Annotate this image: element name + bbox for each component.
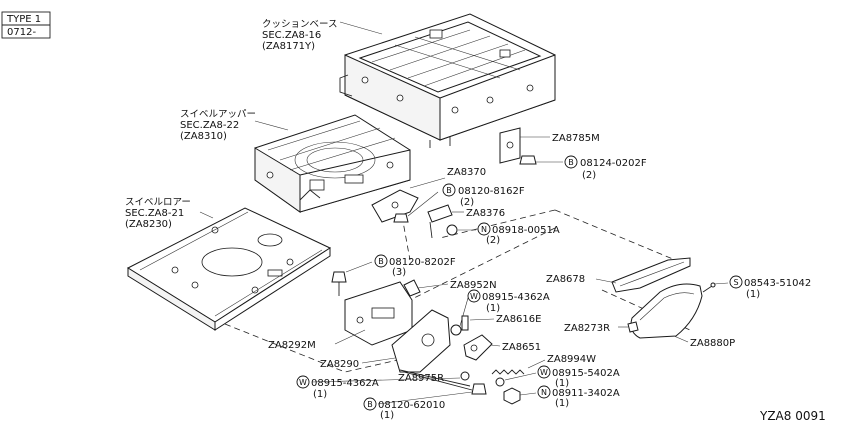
bracket-za8785m: ZA8785M xyxy=(499,127,600,164)
prefix-n-08911: N xyxy=(541,388,547,397)
callout-za8273r: ZA8273R xyxy=(564,323,610,334)
swivel-lower-sec: SEC.ZA8-21 xyxy=(125,208,184,219)
stay-za8952n: ZA8952N xyxy=(403,279,497,297)
clip-za8376: ZA8376 xyxy=(427,204,505,239)
qty-08918-0051a: (2) xyxy=(486,235,500,246)
swivel-lower-name: スイベルロアー xyxy=(125,197,191,208)
qty-08124-0202f: (2) xyxy=(582,170,596,181)
part-08915-5402a: 08915-5402A xyxy=(552,368,620,379)
part-08120-62010: 08120-62010 xyxy=(378,400,445,411)
callout-za8290: ZA8290 xyxy=(320,359,359,370)
link-za8651: ZA8651 xyxy=(463,334,541,361)
part-08120-8162f: 08120-8162F xyxy=(458,186,525,197)
figure-code: YZA8 0091 xyxy=(759,409,826,423)
type-date-label: 0712- xyxy=(7,27,36,38)
prefix-w-08915-4362-l: W xyxy=(299,378,307,387)
bracket-za8370: ZA8370 xyxy=(371,167,486,223)
callout-za8994w: ZA8994W xyxy=(547,354,596,365)
part-08124-0202f: 08124-0202F xyxy=(580,158,647,169)
cushion-base-name: クッションベース xyxy=(262,19,338,30)
screw-08543-51042: S 08543-51042 (1) xyxy=(702,275,811,300)
swivel-lower-label: スイベルロアー SEC.ZA8-21 (ZA8230) xyxy=(125,197,214,230)
callout-za8376: ZA8376 xyxy=(466,208,505,219)
callout-za8616e: ZA8616E xyxy=(496,314,541,325)
cushion-base-label: クッションベース SEC.ZA8-16 (ZA8171Y) xyxy=(262,19,383,52)
bolt-08120-8202f: B 08120-8202F (3) xyxy=(331,254,456,296)
bolt-08120-62010: B 08120-62010 (1) xyxy=(363,383,487,421)
rod-za8975r: ZA8975R xyxy=(398,369,473,391)
qty-08120-62010: (1) xyxy=(380,410,394,421)
prefix-w-08915-5402: W xyxy=(540,368,548,377)
cushion-base-sec: SEC.ZA8-16 xyxy=(262,30,321,41)
washer-08915-4362a-right: W 08915-4362A (1) xyxy=(450,289,550,336)
qty-08915-5402a: (1) xyxy=(555,378,569,389)
prefix-b-08120-8202: B xyxy=(378,257,384,266)
bolt-08124-0202f: B 08124-0202F (2) xyxy=(519,155,647,181)
callout-za8292m: ZA8292M xyxy=(268,340,316,351)
qty-08915-4362a-left: (1) xyxy=(313,389,327,400)
spring-za8994w: ZA8994W xyxy=(491,354,596,375)
prefix-b-08124: B xyxy=(568,158,574,167)
qty-08543-51042: (1) xyxy=(746,289,760,300)
lever-za8290: ZA8290 xyxy=(320,309,451,373)
type-label: TYPE 1 xyxy=(6,14,41,25)
cover-za8880p: ZA8880P xyxy=(630,283,735,349)
bolt-08120-8162f: B 08120-8162F (2) xyxy=(393,183,525,223)
cushion-base-frame xyxy=(339,13,556,148)
callout-za8678: ZA8678 xyxy=(546,274,585,285)
part-08915-4362a-right: 08915-4362A xyxy=(482,292,550,303)
swivel-lower-code: (ZA8230) xyxy=(125,219,172,230)
callout-za8880p: ZA8880P xyxy=(690,338,735,349)
swivel-upper-assembly xyxy=(254,114,411,213)
type-box: TYPE 1 0712- xyxy=(1,11,51,39)
swivel-upper-code: (ZA8310) xyxy=(180,131,227,142)
part-08911-3402a: 08911-3402A xyxy=(552,388,620,399)
part-08120-8202f: 08120-8202F xyxy=(389,257,456,268)
cover-za8678: ZA8678 xyxy=(546,257,691,293)
bracket-za8292m: ZA8292M xyxy=(268,281,413,351)
cushion-base-code: (ZA8171Y) xyxy=(262,41,315,52)
qty-08915-4362a-right: (1) xyxy=(486,303,500,314)
qty-08120-8162f: (2) xyxy=(460,197,474,208)
prefix-b-08120-62010: B xyxy=(367,400,373,409)
pin-za8616e: ZA8616E xyxy=(461,314,541,331)
prefix-w-08915-4362-r: W xyxy=(470,292,478,301)
callout-za8952n: ZA8952N xyxy=(450,280,497,291)
washer-08915-4362a-left: W 08915-4362A (1) xyxy=(296,371,470,400)
callout-za8651: ZA8651 xyxy=(502,342,541,353)
washer-08915-5402a: W 08915-5402A (1) xyxy=(495,365,620,389)
part-08915-4362a-left: 08915-4362A xyxy=(311,378,379,389)
part-08918-0051a: 08918-0051A xyxy=(492,225,560,236)
nut-08911-3402a: N 08911-3402A (1) xyxy=(503,385,620,409)
swivel-lower-plate xyxy=(126,207,332,331)
qty-08911-3402a: (1) xyxy=(555,398,569,409)
swivel-upper-label: スイベルアッパー SEC.ZA8-22 (ZA8310) xyxy=(180,109,289,142)
clip-za8273r: ZA8273R xyxy=(564,321,639,334)
swivel-upper-sec: SEC.ZA8-22 xyxy=(180,120,239,131)
prefix-s-08543: S xyxy=(733,278,738,287)
prefix-b-08120-8162: B xyxy=(446,186,452,195)
callout-za8785m: ZA8785M xyxy=(552,133,600,144)
part-08543-51042: 08543-51042 xyxy=(744,278,811,289)
swivel-upper-name: スイベルアッパー xyxy=(180,109,256,120)
callout-za8370: ZA8370 xyxy=(447,167,486,178)
prefix-n-08918: N xyxy=(481,225,487,234)
qty-08120-8202f: (3) xyxy=(392,267,406,278)
nut-08918-0051a: N 08918-0051A (2) xyxy=(446,222,560,246)
callout-za8975r: ZA8975R xyxy=(398,373,444,384)
